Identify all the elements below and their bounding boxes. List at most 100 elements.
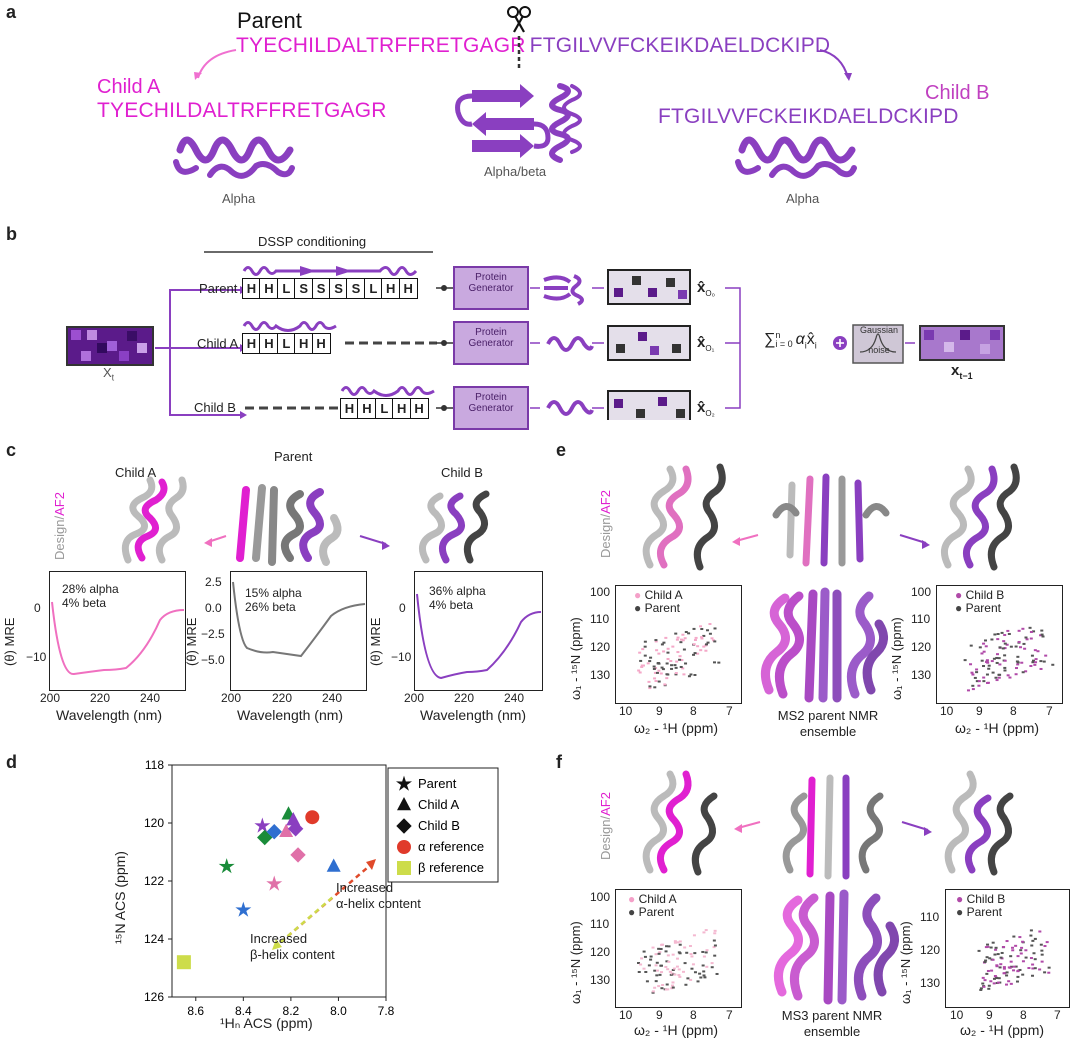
nmr-peak [693,674,697,677]
legend-label-1: Child A [418,797,460,812]
nmr-peak [1005,971,1009,974]
nmr-peak [653,677,657,680]
legend-marker-0 [396,775,412,791]
nmr-peak [662,641,666,644]
nmr-peak [715,972,719,975]
nmr-peak [654,980,658,983]
nmr-peak [696,652,700,655]
nmr-peak [638,651,642,654]
nmr-peak [1018,936,1022,939]
nmr-peak [983,639,987,642]
nmr-peak [1017,629,1021,632]
nmr-peak [688,945,692,948]
nmr-peak [701,964,705,967]
nmr-peak [677,951,681,954]
nmr-peak [664,988,668,991]
nmr-peak [689,673,693,676]
nmr-peak [1003,634,1007,637]
nmr-peak [670,987,674,990]
child-b-sequence: FTGILVVFCKEIKDAELDCKIPD [658,105,959,128]
e-design-af2-label: Design/AF2 [598,490,613,558]
nmr-peak [1005,940,1009,943]
nmr-peak [985,659,989,662]
nmr-peak [1031,974,1035,977]
scatter-point-7 [286,812,301,826]
ss-cartoon-parent [242,266,418,276]
nmr-peak [712,639,716,642]
nmr-peak [666,651,670,654]
nmr-peak [710,637,714,640]
nmr-peak [1005,643,1009,646]
y-tick-label-0: 118 [145,758,164,772]
nmr-peak [667,960,671,963]
nmr-peak [987,984,991,987]
nmr-peak [996,633,1000,636]
nmr-peak [1012,969,1016,972]
nmr-peak [683,962,687,965]
annot-beta-1: Increased [250,931,308,946]
nmr-peak [996,638,1000,641]
nmr-peak [682,673,686,676]
nmr-peak [998,646,1002,649]
nmr-peak [693,952,697,955]
nmr-peak [1029,957,1033,960]
nmr-peak [1031,939,1035,942]
output-grid-2 [607,390,691,420]
nmr-peak [678,658,682,661]
nmr-peak [700,636,704,639]
nmr-peak [708,632,712,635]
nmr-peak [675,965,679,968]
nmr-peak [1031,967,1035,970]
scatter-point-1 [235,901,252,917]
nmr-peak [1003,647,1007,650]
nmr-peak [983,979,987,982]
nmr-peak [648,687,652,690]
nmr-peak [666,954,670,957]
nmr-peak [982,650,986,653]
nmr-peak [992,982,996,985]
nmr-peak [664,636,668,639]
nmr-peak [980,652,984,655]
nmr-peak [1036,650,1040,653]
nmr-peak [642,950,646,953]
parent-seq-b: FTGILVVFCKEIKDAELDCKIPD [529,34,831,57]
nmr-peak [997,676,1001,679]
nmr-peak [990,660,994,663]
panel-c-letter: c [6,440,17,460]
nmr-peak [668,970,672,973]
nmr-peak [1030,944,1034,947]
nmr-peak [666,968,670,971]
nmr-peak [1021,960,1025,963]
nmr-peak [995,656,999,659]
scatter-point-6 [279,823,294,837]
nmr-peak [996,953,1000,956]
nmr-peak [984,959,988,962]
annot-alpha-2: α-helix content [336,896,421,911]
nmr-peak [1022,642,1026,645]
nmr-peak [665,677,669,680]
nmr-peak [687,675,691,678]
nmr-peak [1007,980,1011,983]
nmr-peak [662,650,666,653]
legend-marker-3 [397,840,411,854]
nmr-peak [1021,627,1025,630]
nmr-peak [992,977,996,980]
nmr-peak [676,636,680,639]
nmr-peak [674,666,678,669]
nmr-peak [1003,659,1007,662]
nmr-peak [705,965,709,968]
nmr-peak [1003,669,1007,672]
scatter-point-3 [266,875,283,891]
nmr-peak [991,671,995,674]
nmr-peak [681,633,685,636]
panel-b-graphics [66,251,1005,420]
x-tick-label-1: 8.4 [235,1004,252,1018]
